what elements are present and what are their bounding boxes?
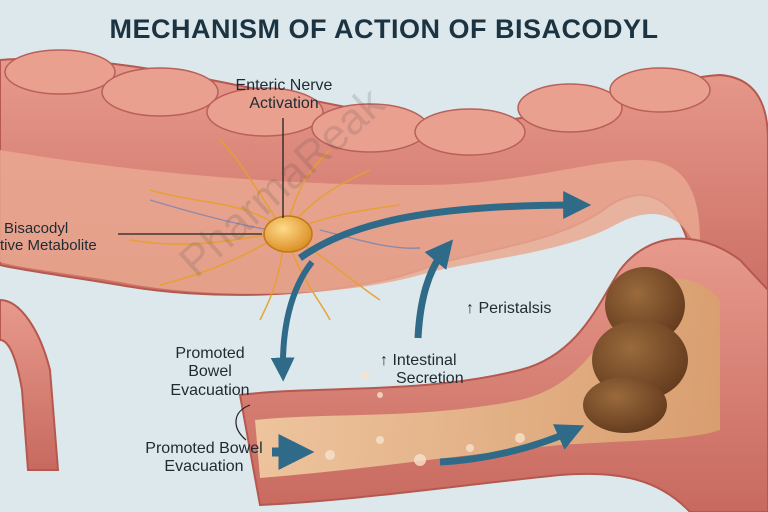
label-line: Activation — [249, 95, 319, 113]
colon-left-segment — [0, 298, 60, 471]
label-line: Intestinal — [392, 352, 457, 369]
label-line: Bowel — [188, 363, 232, 381]
label-line: Promoted — [175, 345, 245, 362]
label-promoted-bowel-evacuation-upper: Promoted Bowel Evacuation — [140, 345, 280, 400]
promoted-bowel-leader — [235, 404, 251, 441]
arrow-up-peristalsis — [414, 239, 454, 339]
arrow-lumen-flow — [439, 424, 585, 466]
increase-arrow-icon: ↑ — [380, 352, 388, 369]
haustra-ridges — [4, 49, 711, 156]
increase-arrow-icon: ↑ — [466, 300, 474, 317]
label-promoted-bowel-evacuation-lower: Promoted Bowel Evacuation — [128, 440, 280, 477]
stool-mass — [583, 267, 688, 433]
label-line: Evacuation — [170, 381, 250, 399]
enteric-nerve-cell — [263, 215, 313, 253]
label-row: ↑ Intestinal — [380, 352, 464, 370]
label-line: tive Metabolite — [0, 237, 97, 255]
label-line: Promoted Bowel — [145, 440, 263, 457]
label-line: Bisacodyl — [4, 220, 69, 237]
label-line: Evacuation — [164, 458, 244, 476]
label-enteric-nerve-activation: Enteric Nerve Activation — [218, 77, 350, 114]
arrow-down-evacuation — [270, 260, 315, 382]
label-line: Peristalsis — [478, 300, 552, 317]
lumen-bubbles — [325, 371, 525, 466]
label-bisacodyl-metabolite: Bisacodyl tive Metabolite — [0, 220, 116, 255]
label-line: Secretion — [396, 370, 464, 388]
page-title: MECHANISM OF ACTION OF BISACODYL — [109, 14, 659, 44]
label-intestinal-secretion: ↑ Intestinal Secretion — [380, 352, 464, 389]
label-peristalsis: ↑ Peristalsis — [466, 300, 551, 318]
transverse-inner-wall — [0, 150, 700, 294]
blood-vessels — [149, 199, 421, 249]
label-line: Enteric Nerve — [235, 77, 333, 94]
arrow-to-descending — [297, 191, 592, 261]
